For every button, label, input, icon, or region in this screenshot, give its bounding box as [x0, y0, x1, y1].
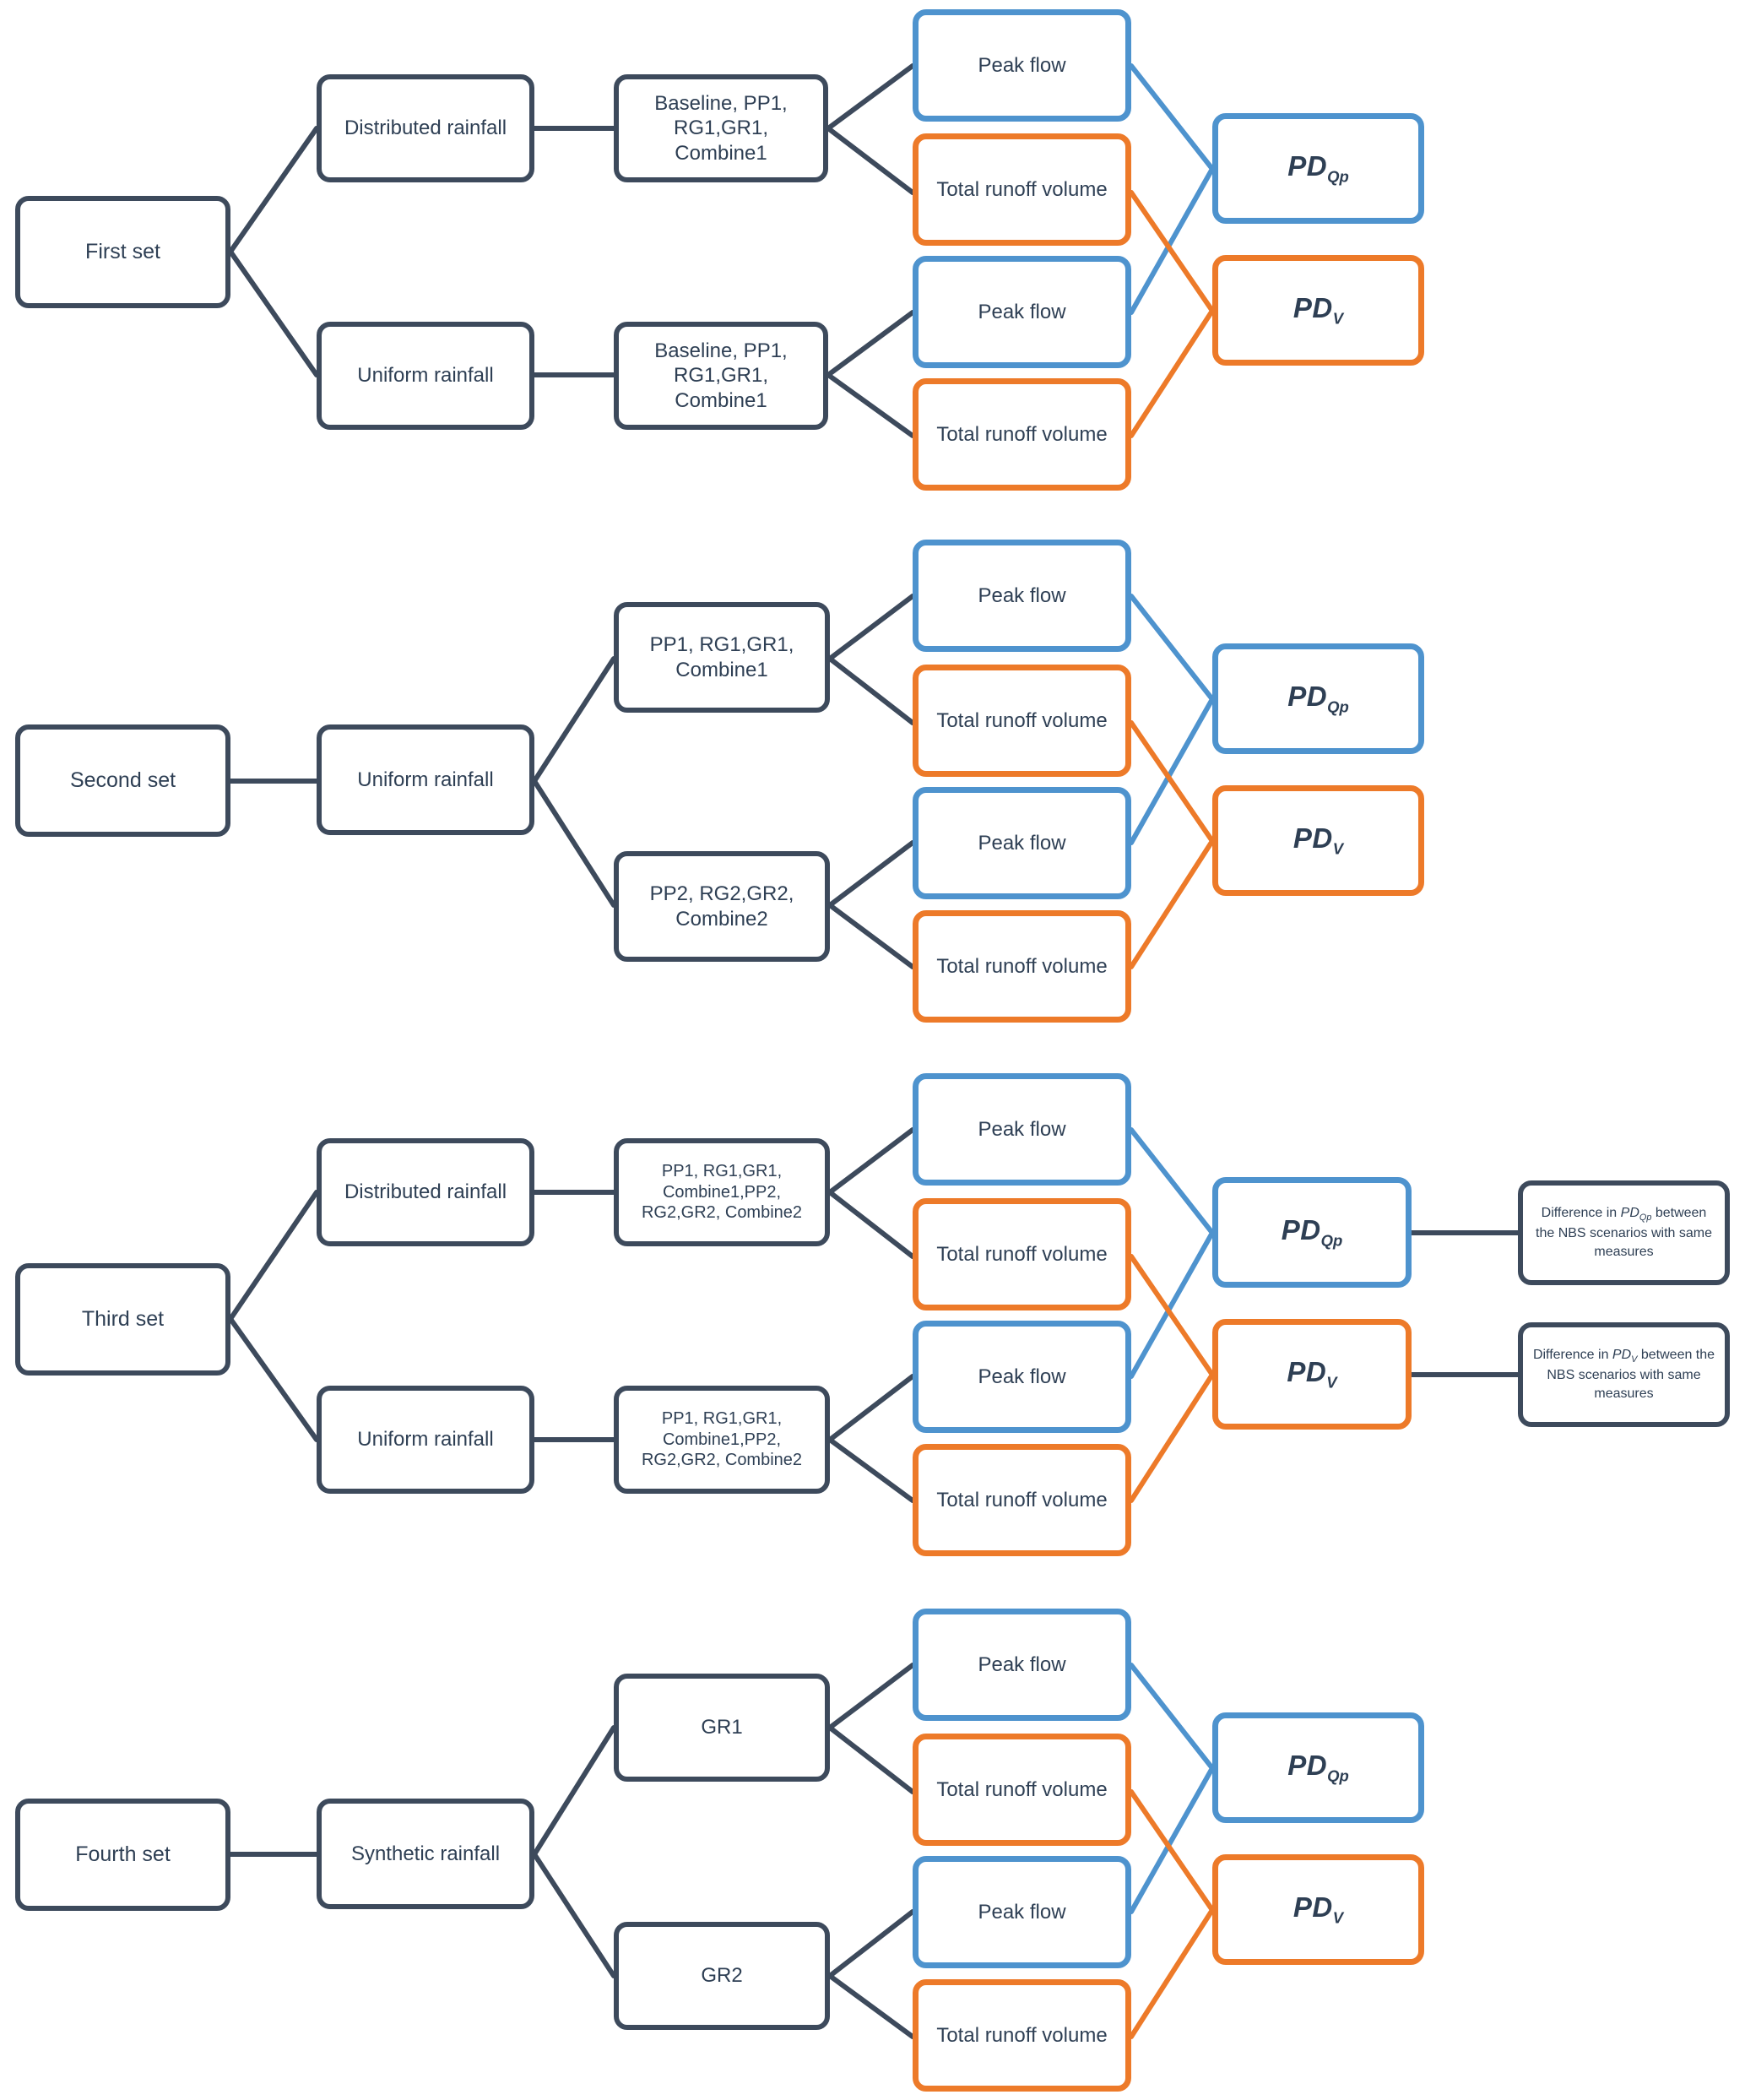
node-label: Peak flow	[978, 53, 1066, 77]
node-label: Peak flow	[978, 1365, 1066, 1388]
node-fourth-set-scenario-gr1[interactable]: GR1	[614, 1674, 830, 1782]
node-third-set[interactable]: Third set	[15, 1263, 230, 1376]
node-label: Total runoff volume	[936, 1777, 1108, 1801]
node-label: Distributed rainfall	[344, 1180, 507, 1204]
node-fourth-set-peak-flow-gr2[interactable]: Peak flow	[913, 1856, 1131, 1968]
node-third-set-total-runoff-volume-uniform[interactable]: Total runoff volume	[913, 1444, 1131, 1556]
node-fourth-set-total-runoff-volume-gr2[interactable]: Total runoff volume	[913, 1979, 1131, 2092]
node-label: Difference in PDV between the NBS scenar…	[1532, 1348, 1715, 1401]
pd-v-formula: PDV	[1292, 292, 1344, 328]
node-third-set-total-runoff-volume-distributed[interactable]: Total runoff volume	[913, 1198, 1131, 1310]
node-first-set-total-runoff-volume-distributed[interactable]: Total runoff volume	[913, 133, 1131, 246]
node-first-set-pd-v[interactable]: PDV	[1212, 255, 1424, 366]
node-label: Difference in PDQp between the NBS scena…	[1536, 1206, 1712, 1259]
node-label: PP1, RG1,GR1, Combine1	[649, 633, 794, 681]
node-third-set-pd-qp[interactable]: PDQp	[1212, 1177, 1412, 1288]
node-label: Total runoff volume	[936, 422, 1108, 446]
node-label: Uniform rainfall	[357, 1428, 494, 1452]
node-third-set-peak-flow-uniform[interactable]: Peak flow	[913, 1321, 1131, 1433]
node-label: Total runoff volume	[936, 954, 1108, 978]
node-label: Second set	[69, 768, 176, 793]
node-third-set-scenarios-distributed[interactable]: PP1, RG1,GR1, Combine1,PP2, RG2,GR2, Com…	[614, 1138, 830, 1246]
node-second-set-pd-v[interactable]: PDV	[1212, 785, 1424, 896]
node-label: Total runoff volume	[936, 177, 1108, 201]
node-third-set-peak-flow-distributed[interactable]: Peak flow	[913, 1073, 1131, 1186]
node-fourth-set-synthetic-rainfall[interactable]: Synthetic rainfall	[317, 1799, 534, 1909]
pd-qp-formula: PDQp	[1287, 150, 1349, 187]
node-label: Peak flow	[978, 831, 1066, 855]
node-second-set-peak-flow-group2[interactable]: Peak flow	[913, 787, 1131, 899]
node-label: GR1	[701, 1716, 743, 1739]
pd-v-formula: PDV	[1292, 1891, 1344, 1928]
pd-v-formula: PDV	[1292, 822, 1344, 859]
node-fourth-set-scenario-gr2[interactable]: GR2	[614, 1922, 830, 2030]
node-label: Third set	[81, 1307, 165, 1332]
node-label: Synthetic rainfall	[350, 1842, 501, 1865]
pd-v-formula: PDV	[1287, 1356, 1337, 1392]
node-first-set-scenarios-uniform[interactable]: Baseline, PP1, RG1,GR1, Combine1	[614, 322, 828, 430]
pd-qp-formula: PDQp	[1287, 681, 1349, 717]
node-label: Distributed rainfall	[344, 117, 507, 140]
node-label: First set	[85, 240, 160, 264]
node-label: Peak flow	[978, 1900, 1066, 1924]
node-fourth-set-peak-flow-gr1[interactable]: Peak flow	[913, 1609, 1131, 1721]
node-third-set-difference-pd-qp[interactable]: Difference in PDQp between the NBS scena…	[1518, 1180, 1730, 1285]
node-first-set-uniform-rainfall[interactable]: Uniform rainfall	[317, 322, 534, 430]
node-label: Total runoff volume	[936, 1242, 1108, 1266]
node-second-set[interactable]: Second set	[15, 724, 230, 837]
blue-connectors	[1129, 63, 1215, 1914]
node-label: Peak flow	[978, 1652, 1066, 1676]
node-fourth-set-pd-v[interactable]: PDV	[1212, 1854, 1424, 1965]
node-third-set-pd-v[interactable]: PDV	[1212, 1319, 1412, 1430]
node-first-set[interactable]: First set	[15, 196, 230, 308]
node-label: Baseline, PP1, RG1,GR1, Combine1	[654, 92, 788, 165]
node-label: Peak flow	[978, 300, 1066, 323]
node-label: PP2, RG2,GR2, Combine2	[649, 882, 794, 931]
orange-connectors	[1129, 190, 1215, 2039]
node-label: Total runoff volume	[936, 708, 1108, 732]
node-fourth-set-total-runoff-volume-gr1[interactable]: Total runoff volume	[913, 1734, 1131, 1846]
node-second-set-scenarios-group1[interactable]: PP1, RG1,GR1, Combine1	[614, 602, 830, 713]
node-label: GR2	[701, 1964, 743, 1988]
node-second-set-total-runoff-volume-group2[interactable]: Total runoff volume	[913, 910, 1131, 1023]
node-second-set-uniform-rainfall[interactable]: Uniform rainfall	[317, 724, 534, 835]
node-first-set-pd-qp[interactable]: PDQp	[1212, 113, 1424, 224]
node-first-set-distributed-rainfall[interactable]: Distributed rainfall	[317, 74, 534, 182]
pd-qp-formula: PDQp	[1287, 1750, 1349, 1786]
node-first-set-scenarios-distributed[interactable]: Baseline, PP1, RG1,GR1, Combine1	[614, 74, 828, 182]
node-fourth-set[interactable]: Fourth set	[15, 1799, 230, 1911]
node-second-set-pd-qp[interactable]: PDQp	[1212, 643, 1424, 754]
node-label: Total runoff volume	[936, 2023, 1108, 2047]
node-label: Peak flow	[978, 1117, 1066, 1141]
node-second-set-scenarios-group2[interactable]: PP2, RG2,GR2, Combine2	[614, 851, 830, 962]
pd-qp-formula: PDQp	[1281, 1214, 1343, 1251]
node-label: Total runoff volume	[936, 1488, 1108, 1511]
node-first-set-peak-flow-uniform[interactable]: Peak flow	[913, 256, 1131, 368]
node-first-set-total-runoff-volume-uniform[interactable]: Total runoff volume	[913, 378, 1131, 491]
node-label: Uniform rainfall	[357, 768, 494, 791]
node-third-set-uniform-rainfall[interactable]: Uniform rainfall	[317, 1386, 534, 1494]
node-first-set-peak-flow-distributed[interactable]: Peak flow	[913, 9, 1131, 122]
node-fourth-set-pd-qp[interactable]: PDQp	[1212, 1712, 1424, 1823]
node-label: Fourth set	[75, 1842, 171, 1867]
node-third-set-difference-pd-v[interactable]: Difference in PDV between the NBS scenar…	[1518, 1322, 1730, 1427]
node-second-set-total-runoff-volume-group1[interactable]: Total runoff volume	[913, 665, 1131, 777]
node-third-set-distributed-rainfall[interactable]: Distributed rainfall	[317, 1138, 534, 1246]
node-second-set-peak-flow-group1[interactable]: Peak flow	[913, 540, 1131, 652]
node-third-set-scenarios-uniform[interactable]: PP1, RG1,GR1, Combine1,PP2, RG2,GR2, Com…	[614, 1386, 830, 1494]
node-label: Uniform rainfall	[357, 364, 494, 388]
node-label: Baseline, PP1, RG1,GR1, Combine1	[654, 339, 788, 412]
node-label: PP1, RG1,GR1, Combine1,PP2, RG2,GR2, Com…	[641, 1162, 803, 1223]
node-label: Peak flow	[978, 583, 1066, 607]
node-label: PP1, RG1,GR1, Combine1,PP2, RG2,GR2, Com…	[641, 1409, 803, 1470]
